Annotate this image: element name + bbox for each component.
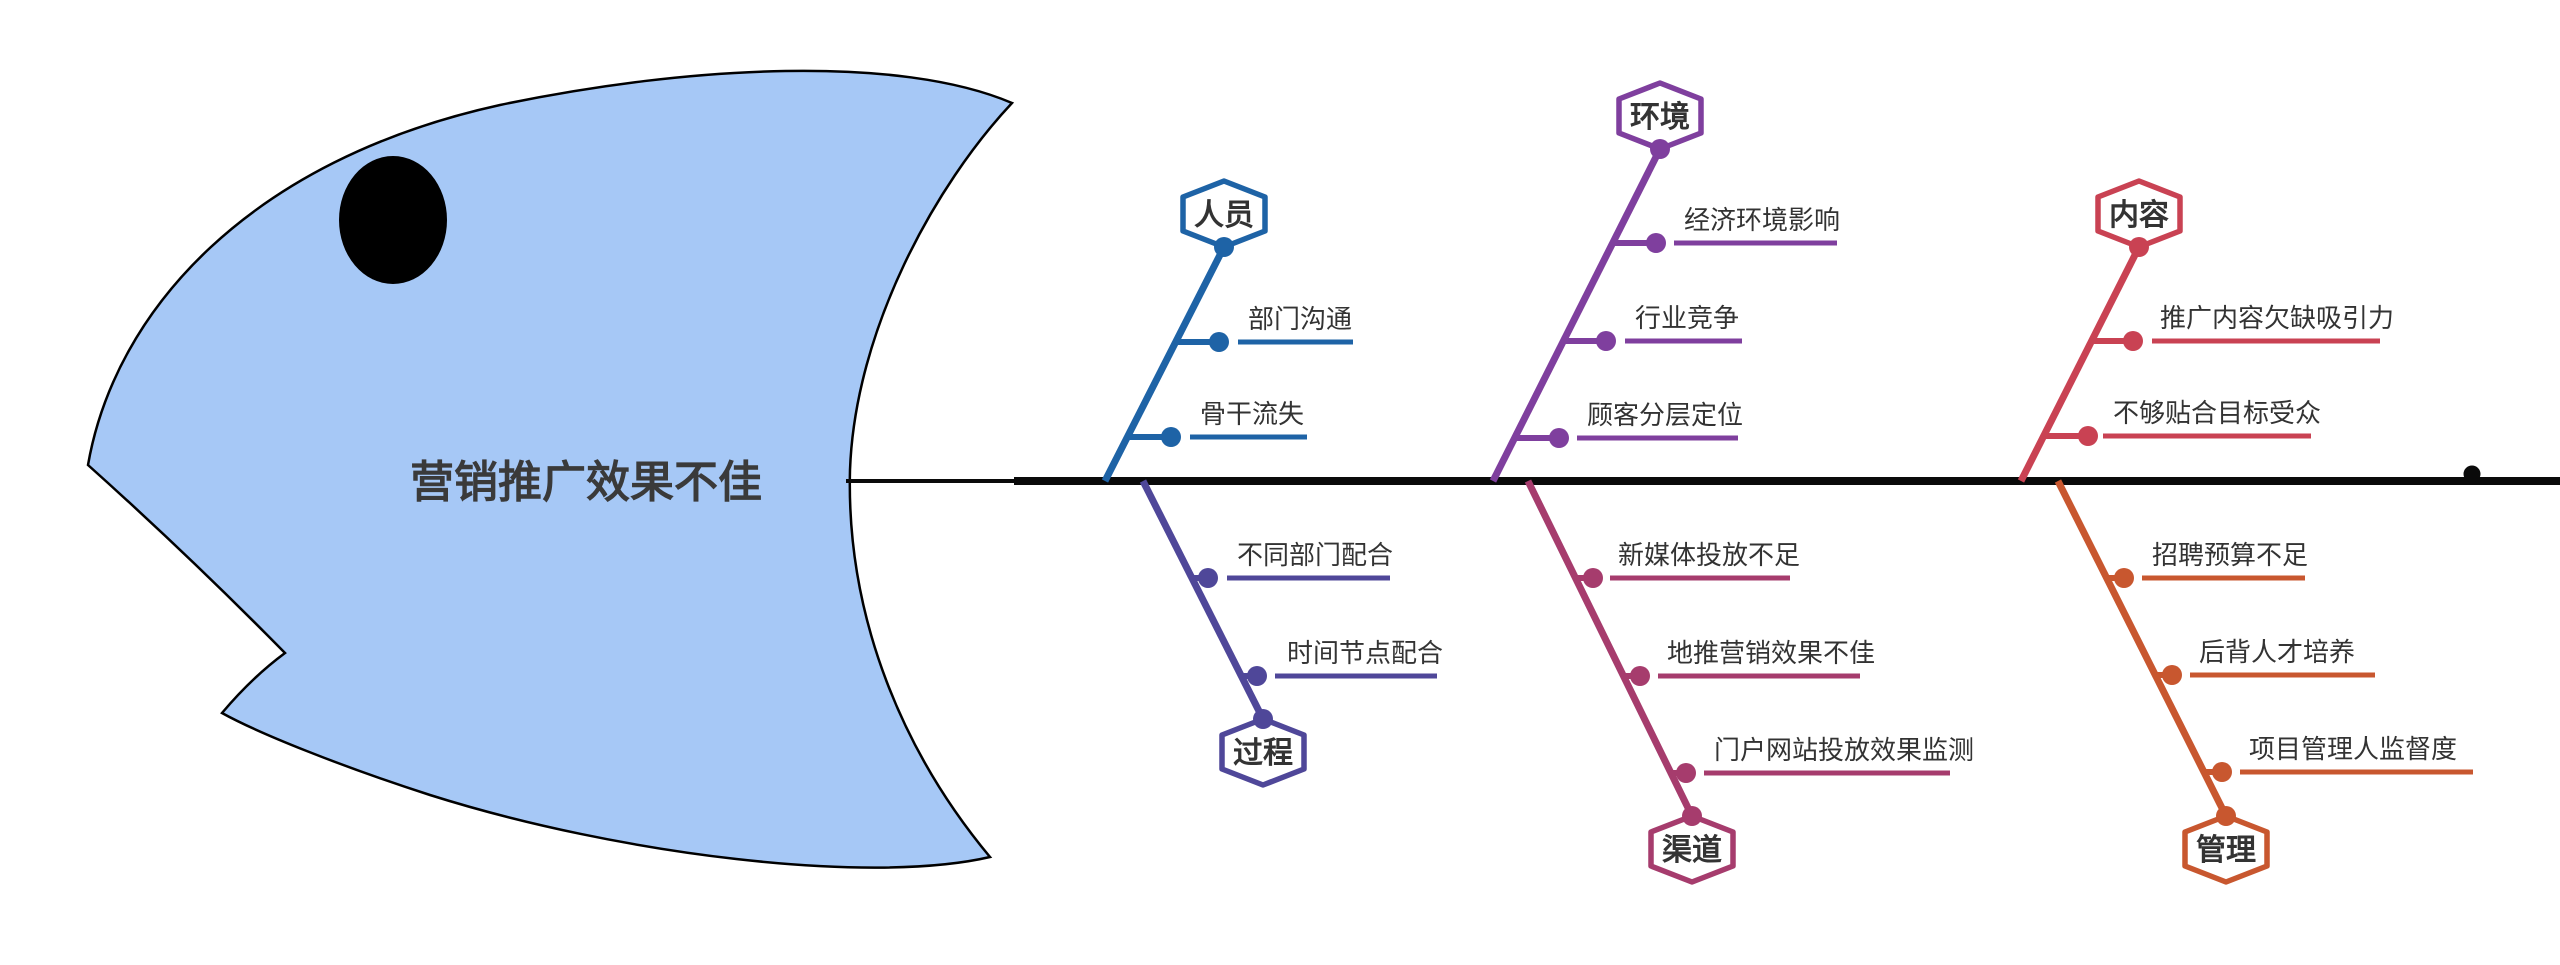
badge-anchor-dot [2216,806,2236,826]
cause-item[interactable]: 不够贴合目标受众 [2044,398,2321,446]
cause-label: 推广内容欠缺吸引力 [2160,303,2394,333]
branch-management: 管理 招聘预算不足 后背人才培养 项目管理人监督度 [2054,479,2473,882]
branch-process-bone [1139,479,1267,721]
spine-group [846,465,2560,485]
cause-item[interactable]: 行业竞争 [1563,303,1742,351]
branch-personnel-badge[interactable]: 人员 [1183,181,1265,257]
branch-content: 内容 推广内容欠缺吸引力 不够贴合目标受众 [2017,181,2394,483]
cause-dot [2162,665,2182,685]
branch-channel-label: 渠道 [1662,834,1722,867]
cause-label: 顾客分层定位 [1587,400,1743,430]
cause-item[interactable]: 部门沟通 [1176,304,1353,352]
cause-item[interactable]: 时间节点配合 [1241,638,1443,686]
cause-label: 不同部门配合 [1237,540,1393,570]
cause-item[interactable]: 不同部门配合 [1192,540,1393,588]
branch-process: 过程 不同部门配合 时间节点配合 [1139,479,1443,785]
cause-dot [1247,666,1267,686]
cause-item[interactable]: 骨干流失 [1127,399,1307,447]
cause-item[interactable]: 顾客分层定位 [1515,400,1743,448]
branch-channel: 渠道 新媒体投放不足 地推营销效果不佳 门户网站投放效果监测 [1524,479,1974,882]
branch-environment-badge[interactable]: 环境 [1619,83,1701,159]
branch-channel-badge[interactable]: 渠道 [1651,806,1733,882]
badge-anchor-dot [1650,139,1670,159]
cause-dot [1198,568,1218,588]
branch-personnel-label: 人员 [1194,199,1254,232]
cause-item[interactable]: 门户网站投放效果监测 [1671,735,1974,783]
badge-anchor-dot [2129,237,2149,257]
cause-label: 时间节点配合 [1287,638,1443,668]
badge-anchor-dot [1682,806,1702,826]
branch-personnel: 人员 部门沟通 骨干流失 [1101,181,1353,483]
cause-dot [1596,331,1616,351]
fish-head-group: 营销推广效果不佳 [86,69,1015,869]
cause-dot [2078,426,2098,446]
cause-item[interactable]: 后背人才培养 [2155,637,2375,685]
cause-item[interactable]: 经济环境影响 [1613,205,1840,253]
cause-label: 部门沟通 [1248,304,1352,334]
cause-item[interactable]: 地推营销效果不佳 [1624,638,1875,686]
cause-label: 项目管理人监督度 [2249,734,2457,764]
badge-anchor-dot [1214,237,1234,257]
branch-process-badge[interactable]: 过程 [1222,709,1304,785]
cause-dot [1161,427,1181,447]
branch-personnel-bone [1101,245,1228,483]
cause-dot [1646,233,1666,253]
cause-label: 新媒体投放不足 [1618,540,1800,570]
branch-process-label: 过程 [1233,737,1293,770]
cause-item[interactable]: 招聘预算不足 [2107,540,2308,588]
branch-management-label: 管理 [2196,834,2256,867]
cause-dot [1549,428,1569,448]
branch-environment-label: 环境 [1630,100,1690,134]
cause-item[interactable]: 新媒体投放不足 [1576,540,1800,588]
cause-label: 后背人才培养 [2199,637,2355,667]
cause-label: 地推营销效果不佳 [1667,638,1875,668]
cause-label: 招聘预算不足 [2152,540,2308,570]
problem-label[interactable]: 营销推广效果不佳 [410,458,762,507]
cause-label: 经济环境影响 [1684,205,1840,235]
cause-item[interactable]: 推广内容欠缺吸引力 [2092,303,2394,351]
cause-dot [2123,331,2143,351]
branch-environment-bone [1489,147,1664,483]
cause-item[interactable]: 项目管理人监督度 [2204,734,2473,782]
branch-management-bone [2054,479,2230,818]
cause-dot [1630,666,1650,686]
badge-anchor-dot [1253,709,1273,729]
branch-content-label: 内容 [2109,199,2169,232]
branch-content-badge[interactable]: 内容 [2098,181,2180,257]
cause-dot [1209,332,1229,352]
cause-dot [2212,762,2232,782]
cause-label: 不够贴合目标受众 [2113,398,2321,428]
cause-label: 门户网站投放效果监测 [1714,735,1974,765]
branch-channel-bone [1524,479,1696,818]
fish-body [86,69,1015,869]
branch-environment: 环境 经济环境影响 行业竞争 顾客分层定位 [1489,83,1840,483]
fish-eye [339,156,447,284]
cause-label: 行业竞争 [1635,303,1739,333]
cause-dot [1583,568,1603,588]
cause-label: 骨干流失 [1200,399,1304,429]
branch-management-badge[interactable]: 管理 [2185,806,2267,882]
spine-end-dot [2463,465,2481,483]
cause-dot [2114,568,2134,588]
branch-content-bone [2017,245,2143,483]
cause-dot [1676,763,1696,783]
